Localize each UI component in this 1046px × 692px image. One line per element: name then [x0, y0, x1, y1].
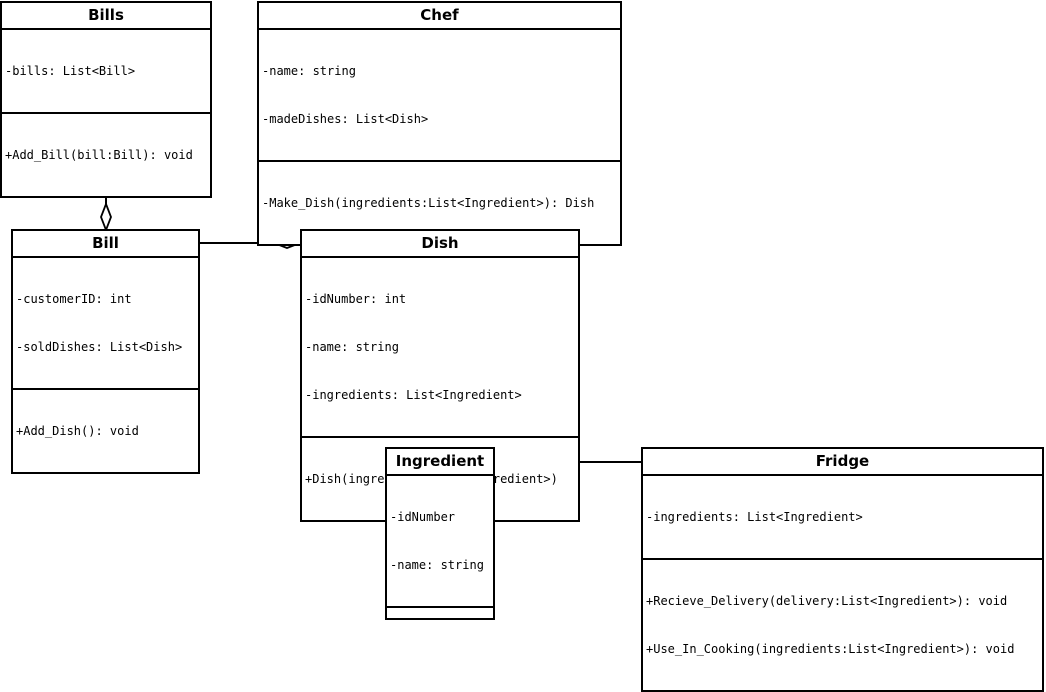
class-chef: Chef -name: string -madeDishes: List<Dis… — [257, 1, 622, 246]
attribute: -ingredients: List<Ingredient> — [646, 510, 863, 524]
aggregation-diamond-bill — [100, 201, 112, 233]
attribute-list: -name: string -madeDishes: List<Dish> — [259, 30, 620, 162]
operation: +Recieve_Delivery(delivery:List<Ingredie… — [646, 594, 1008, 608]
class-bills: Bills -bills: List<Bill> +Add_Bill(bill:… — [0, 1, 212, 198]
operation: -Make_Dish(ingredients:List<Ingredient>)… — [262, 196, 595, 210]
attribute: -idNumber: int — [305, 292, 407, 306]
attribute-list: -idNumber: int -name: string -ingredient… — [302, 258, 578, 438]
class-title: Chef — [259, 3, 620, 30]
class-bill: Bill -customerID: int -soldDishes: List<… — [11, 229, 200, 474]
class-fridge: Fridge -ingredients: List<Ingredient> +R… — [641, 447, 1044, 692]
attribute-list: -bills: List<Bill> — [2, 30, 210, 114]
operation: +Add_Bill(bill:Bill): void — [5, 148, 193, 162]
attribute-list: -customerID: int -soldDishes: List<Dish> — [13, 258, 198, 390]
operation-list: +Add_Dish(): void — [13, 390, 198, 472]
class-title: Bill — [13, 231, 198, 258]
attribute: -name: string — [390, 558, 484, 572]
attribute: -customerID: int — [16, 292, 132, 306]
operation-list: +Add_Bill(bill:Bill): void — [2, 114, 210, 196]
class-title: Bills — [2, 3, 210, 30]
operation: +Use_In_Cooking(ingredients:List<Ingredi… — [646, 642, 1015, 656]
attribute: -name: string — [305, 340, 399, 354]
class-title: Fridge — [643, 449, 1042, 476]
operation-list: -Make_Dish(ingredients:List<Ingredient>)… — [259, 162, 620, 244]
attribute: -idNumber — [390, 510, 456, 524]
operation: +Add_Dish(): void — [16, 424, 139, 438]
attribute-list: -ingredients: List<Ingredient> — [643, 476, 1042, 560]
attribute: -madeDishes: List<Dish> — [262, 112, 429, 126]
attribute-list: -idNumber -name: string — [387, 476, 493, 608]
attribute: -name: string — [262, 64, 356, 78]
operation-list — [387, 608, 493, 618]
attribute: -bills: List<Bill> — [5, 64, 136, 78]
operation-list: +Recieve_Delivery(delivery:List<Ingredie… — [643, 560, 1042, 690]
attribute: -ingredients: List<Ingredient> — [305, 388, 522, 402]
class-title: Dish — [302, 231, 578, 258]
attribute: -soldDishes: List<Dish> — [16, 340, 183, 354]
class-title: Ingredient — [387, 449, 493, 476]
